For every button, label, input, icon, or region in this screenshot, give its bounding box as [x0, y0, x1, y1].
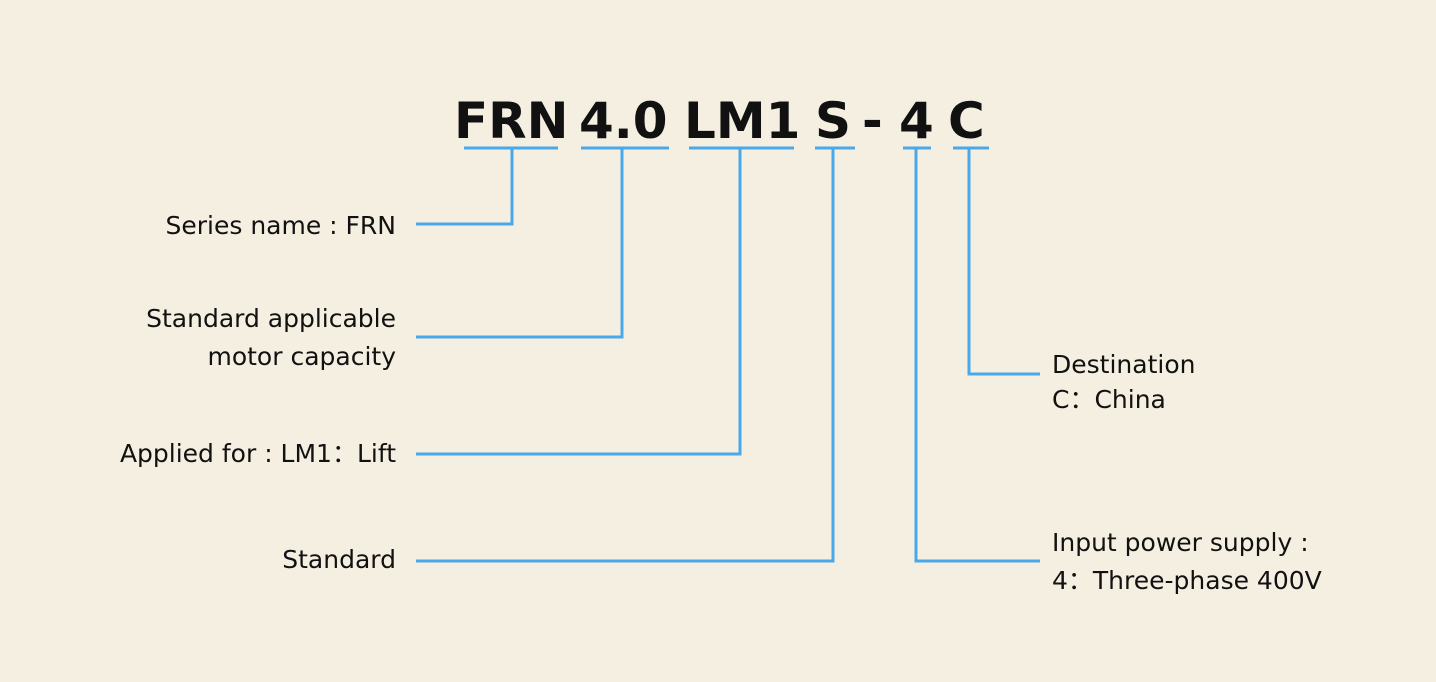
label-capacity-line1: Standard applicable	[146, 304, 396, 333]
code-variant: S	[815, 92, 851, 150]
connector-series	[416, 148, 514, 226]
label-voltage-line2: 4：Three-phase 400V	[1052, 566, 1322, 595]
code-voltage: 4	[899, 92, 934, 150]
code-capacity: 4.0	[579, 92, 668, 150]
label-series: Series name : FRN	[166, 211, 397, 240]
connector-variant	[416, 148, 835, 563]
label-application: Applied for : LM1：Lift	[120, 439, 396, 468]
code-application: LM1	[684, 92, 800, 150]
code-series: FRN	[454, 92, 569, 150]
label-destination-line2: C：China	[1052, 385, 1166, 414]
label-destination-line1: Destination	[1052, 350, 1195, 379]
label-variant: Standard	[282, 545, 396, 574]
connector-voltage	[914, 148, 1040, 563]
connector-application	[416, 148, 742, 456]
label-capacity-line2: motor capacity	[207, 342, 396, 371]
code-dash: -	[862, 92, 883, 150]
connector-destination	[967, 148, 1040, 376]
code-destination: C	[948, 92, 985, 150]
connector-capacity	[416, 148, 624, 339]
label-voltage-line1: Input power supply :	[1052, 528, 1309, 557]
